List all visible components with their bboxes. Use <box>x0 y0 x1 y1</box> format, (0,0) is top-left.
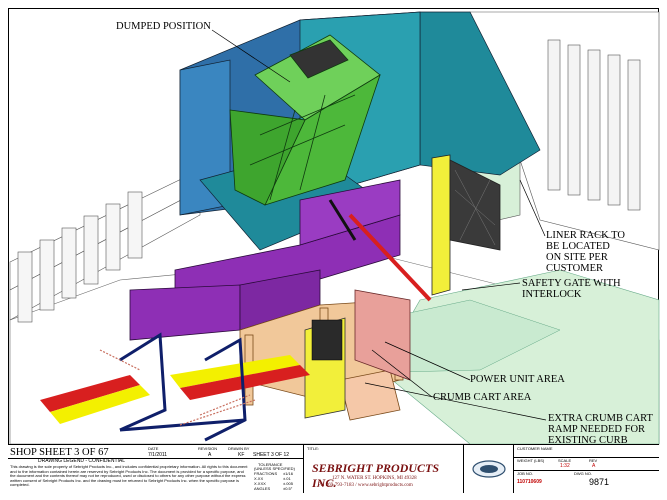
revision-label: REVISION <box>198 446 218 451</box>
tol-fractions-val: ±1/16 <box>283 471 293 476</box>
lift-cylinder <box>348 213 432 302</box>
tol-xxxx-val: ±.005 <box>283 481 293 486</box>
tol-xxx: X.XX <box>254 476 264 481</box>
company-name: SEBRIGHT PRODUCTS INC. <box>312 461 440 490</box>
job-label: JOB NO. <box>517 471 534 476</box>
tol-angles-val: ±0.5° <box>283 486 293 491</box>
leader-lines <box>211 29 547 421</box>
weight-label: WEIGHT (LBS) <box>517 458 545 463</box>
callout-safety-gate: SAFETY GATE WITH INTERLOCK <box>522 278 621 300</box>
drawn-label: DRAWN BY <box>228 446 250 451</box>
power-unit-box <box>311 319 343 361</box>
chains <box>99 349 256 426</box>
floor-rails <box>40 355 310 424</box>
cart-frames <box>119 332 247 442</box>
confidential-label: DRAWING LEGEND - CONFIDENTIAL <box>38 458 126 464</box>
title-block-left: SHOP SHEET 3 OF 67 DATE 7/1/2011 REVISIO… <box>8 445 304 493</box>
callout-power-unit: POWER UNIT AREA <box>470 374 565 385</box>
dumped-hopper <box>229 34 381 206</box>
company-logo <box>464 445 514 493</box>
company-address: 127 N. WATER ST. HOPKINS, MI 49328 <box>332 476 417 481</box>
rev-value: A <box>592 463 596 469</box>
callout-dumped-position: DUMPED POSITION <box>116 21 211 32</box>
title-block-company: TITLE: SEBRIGHT PRODUCTS INC. 127 N. WAT… <box>304 445 464 493</box>
drawn-value: KF <box>238 452 245 458</box>
tol-xxxx: X.XXX <box>254 481 266 486</box>
title-label: TITLE: <box>307 446 320 451</box>
lift-rod <box>328 199 357 241</box>
tol-xxx-val: ±.01 <box>283 476 291 481</box>
job-number: 110710609 <box>517 479 542 485</box>
safety-gate <box>431 154 501 296</box>
callout-ramp: EXTRA CRUMB CART RAMP NEEDED FOR EXISTIN… <box>548 413 653 446</box>
tolerance-sub: (UNLESS SPECIFIED) <box>254 466 295 471</box>
scale-label: SCALE <box>558 458 572 463</box>
title-block-right: CUSTOMER NAME WEIGHT (LBS) SCALE 1:32 RE… <box>514 445 659 493</box>
left-wall <box>9 169 201 323</box>
rev-label: REV <box>589 458 598 463</box>
shop-sheet-label: SHOP SHEET 3 OF 67 <box>10 447 109 458</box>
logo-icon <box>472 460 506 478</box>
scale-value: 1:32 <box>560 463 570 469</box>
title-block: SHOP SHEET 3 OF 67 DATE 7/1/2011 REVISIO… <box>8 444 659 493</box>
purple-frame <box>129 179 401 341</box>
company-phone: PH 269-793-7183 / www.sebrightproducts.c… <box>318 483 413 488</box>
tol-fractions: FRACTIONS <box>254 471 278 476</box>
tol-angles: ANGLES <box>254 486 271 491</box>
date-label: DATE <box>148 446 159 451</box>
dwg-number: 9871 <box>589 477 610 487</box>
callout-liner-rack: LINER RACK TO BE LOCATED ON SITE PER CUS… <box>546 230 625 274</box>
date-value: 7/1/2011 <box>148 452 168 458</box>
confidential-notice: This drawing is the sole property of Seb… <box>10 464 248 487</box>
tolerance-heading: TOLERANCE <box>258 462 283 467</box>
revision-value: A <box>208 452 212 458</box>
sheet-number: SHEET 3 OF 12 <box>253 452 290 458</box>
customer-label: CUSTOMER NAME <box>517 446 553 451</box>
dwg-label: DWG NO. <box>574 471 592 476</box>
callout-crumb-cart: CRUMB CART AREA <box>433 392 532 403</box>
